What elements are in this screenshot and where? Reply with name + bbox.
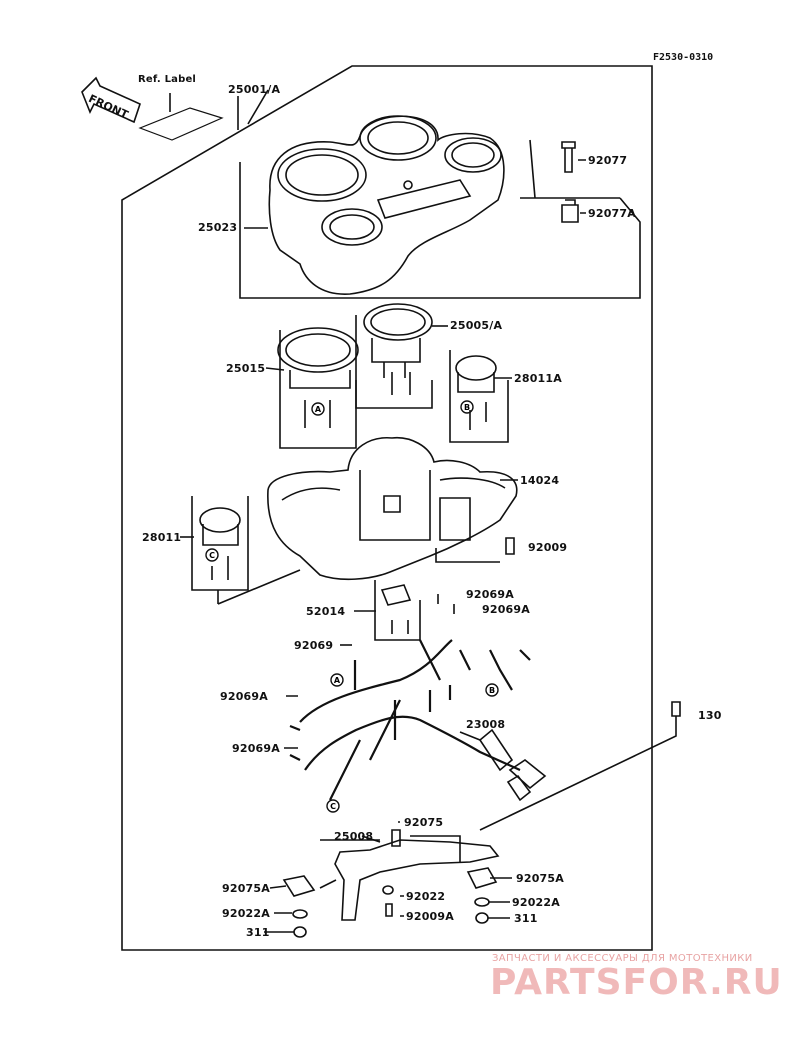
callout-25005A: 25005/A xyxy=(450,319,503,332)
callout-92022: 92022 xyxy=(406,890,446,903)
callout-52014: 52014 xyxy=(306,605,346,618)
marker-c2-text: C xyxy=(330,802,336,811)
wiring-harness-23008 xyxy=(289,639,531,801)
bracket-25015 xyxy=(279,330,357,449)
callout-25015: 25015 xyxy=(226,362,266,375)
callout-23008: 23008 xyxy=(466,718,506,731)
callout-28011: 28011 xyxy=(142,531,182,544)
callout-311-2: 311 xyxy=(514,912,538,925)
callout-92009A: 92009A xyxy=(406,910,454,923)
meter-cover xyxy=(268,115,505,295)
marker-c2-circle xyxy=(326,799,340,813)
callout-130: 130 xyxy=(698,709,722,722)
meter-case-14024 xyxy=(267,437,518,581)
marker-b-circle xyxy=(460,400,474,414)
callout-25001A: 25001/A xyxy=(228,83,281,96)
callout-92069A-1: 92069A xyxy=(466,588,514,601)
callout-92069A-3: 92069A xyxy=(220,690,268,703)
bracket-25005 xyxy=(355,315,433,409)
marker-b-text: B xyxy=(464,403,470,412)
callout-14024: 14024 xyxy=(520,474,560,487)
bracket-52014 xyxy=(374,580,421,641)
callout-92075A-1: 92075A xyxy=(222,882,270,895)
marker-a-circle xyxy=(311,402,325,416)
marker-a2-text: A xyxy=(334,676,341,685)
marker-a-text: A xyxy=(315,405,322,414)
watermark-brand: PARTSFOR.RU xyxy=(490,962,783,1003)
callout-92022A-2: 92022A xyxy=(512,896,560,909)
callout-92077A: 92077A xyxy=(588,207,636,220)
callout-92069A-2: 92069A xyxy=(482,603,530,616)
bracket-28011 xyxy=(191,496,249,591)
frame-outline xyxy=(121,65,653,951)
callout-28011A: 28011A xyxy=(514,372,562,385)
front-arrow xyxy=(81,76,141,124)
bracket-25008 xyxy=(334,839,500,921)
marker-a2-circle xyxy=(330,673,344,687)
callout-25008: 25008 xyxy=(334,830,374,843)
callout-92009: 92009 xyxy=(528,541,568,554)
marker-b2-text: B xyxy=(489,686,495,695)
bracket-28011A xyxy=(449,350,509,443)
callout-92075: 92075 xyxy=(404,816,444,829)
callout-311-1: 311 xyxy=(246,926,270,939)
marker-c-circle xyxy=(205,548,219,562)
cover-bracket xyxy=(239,162,641,299)
ref-label-tag xyxy=(138,107,224,141)
marker-b2-circle xyxy=(485,683,499,697)
callout-25023: 25023 xyxy=(198,221,238,234)
callout-92069: 92069 xyxy=(294,639,334,652)
marker-c-text: C xyxy=(209,551,215,560)
diagram-code: F2530-0310 xyxy=(653,52,714,63)
callout-92077: 92077 xyxy=(588,154,628,167)
callout-92022A-1: 92022A xyxy=(222,907,270,920)
ref-label: Ref. Label xyxy=(138,74,197,85)
callout-92075A-2: 92075A xyxy=(516,872,564,885)
callout-92069A-4: 92069A xyxy=(232,742,280,755)
watermark-tagline: ЗАПЧАСТИ И АКСЕССУАРЫ ДЛЯ МОТОТЕХНИКИ xyxy=(492,953,753,964)
